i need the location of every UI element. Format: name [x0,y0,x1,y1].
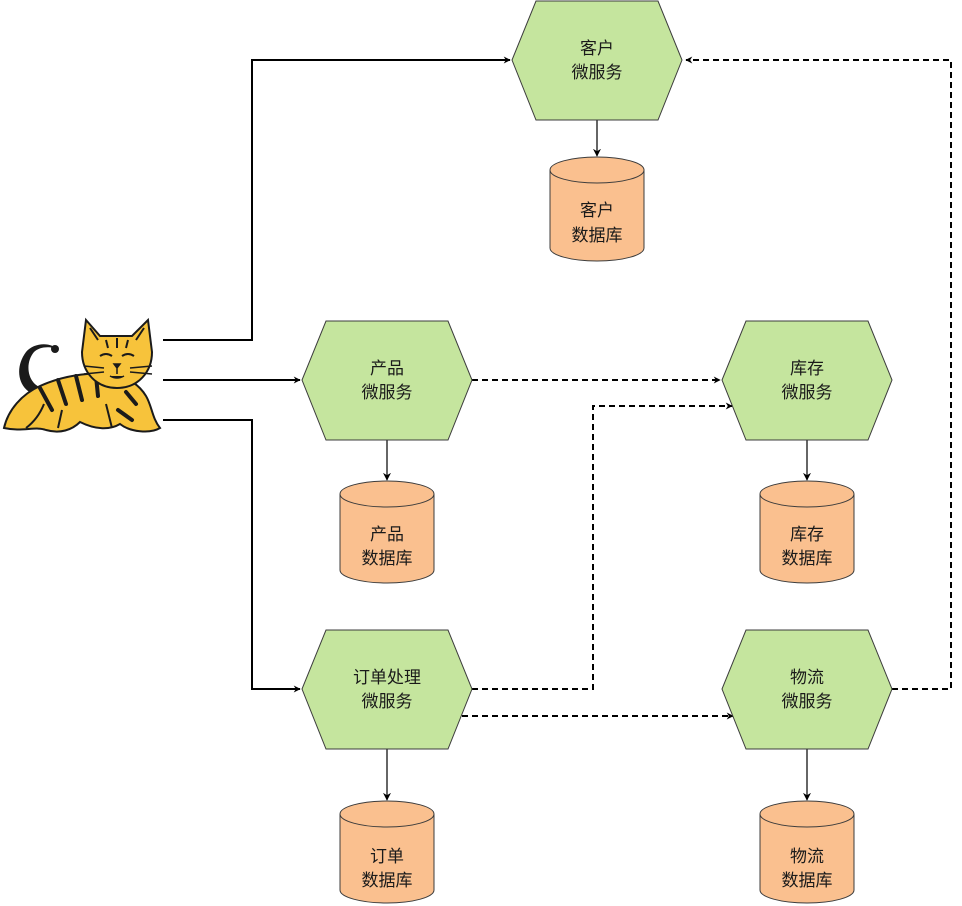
inventory-database-label-line2: 数据库 [782,549,833,569]
cat-ears-icon [89,327,145,341]
inventory-service-label-line2: 微服务 [782,383,833,403]
cat-legs-icon [25,403,113,429]
cat-whiskers-icon [83,365,153,375]
order-database-label-line2: 数据库 [362,871,413,891]
logistics-database-label-line1: 物流 [790,847,824,867]
logistics-service-label-line1: 物流 [790,668,824,688]
edges [163,56,952,801]
order-service-label-line1: 订单处理 [353,668,421,688]
customer-service-node[interactable]: 客户 微服务 [511,0,683,121]
customer-database-node[interactable]: 客户 数据库 [549,156,645,262]
inventory-service-node[interactable]: 库存 微服务 [721,320,893,441]
order-database-node[interactable]: 订单 数据库 [339,800,435,904]
logistics-service-label-line2: 微服务 [782,692,833,712]
product-database-node[interactable]: 产品 数据库 [339,480,435,584]
product-database-label-line2: 数据库 [362,549,413,569]
edge-order-to-inventory [472,402,733,690]
product-service-node[interactable]: 产品 微服务 [301,320,473,441]
order-service-label-line2: 微服务 [362,692,413,712]
customer-service-label-line2: 微服务 [572,63,623,83]
cat-nose-icon [109,363,125,379]
order-service-node[interactable]: 订单处理 微服务 [301,629,473,750]
edge-server-to-order-service [163,419,301,693]
order-database-label-line1: 订单 [370,847,404,867]
logistics-service-node[interactable]: 物流 微服务 [721,629,893,750]
inventory-database-node[interactable]: 库存 数据库 [759,480,855,584]
product-service-label-line2: 微服务 [362,383,413,403]
inventory-database-label-line1: 库存 [790,525,824,545]
logistics-database-label-line2: 数据库 [782,871,833,891]
customer-database-label-line1: 客户 [580,201,614,221]
product-database-label-line1: 产品 [370,525,404,545]
customer-database-label-line2: 数据库 [572,226,623,246]
cat-tail-icon [19,344,58,395]
cat-stripes-icon [38,374,138,422]
tomcat-cat-logo [2,317,162,433]
edge-logistics-to-customer [685,56,952,690]
cat-forehead-stripes-icon [105,338,129,349]
cat-tail-tip-icon [51,345,59,353]
logistics-database-node[interactable]: 物流 数据库 [759,800,855,904]
cat-head-icon [80,317,154,390]
customer-service-label-line1: 客户 [580,39,614,59]
product-service-label-line1: 产品 [370,359,404,379]
inventory-service-label-line1: 库存 [790,359,824,379]
edge-server-to-customer-service [163,56,511,341]
cat-eyes-icon [99,353,135,357]
